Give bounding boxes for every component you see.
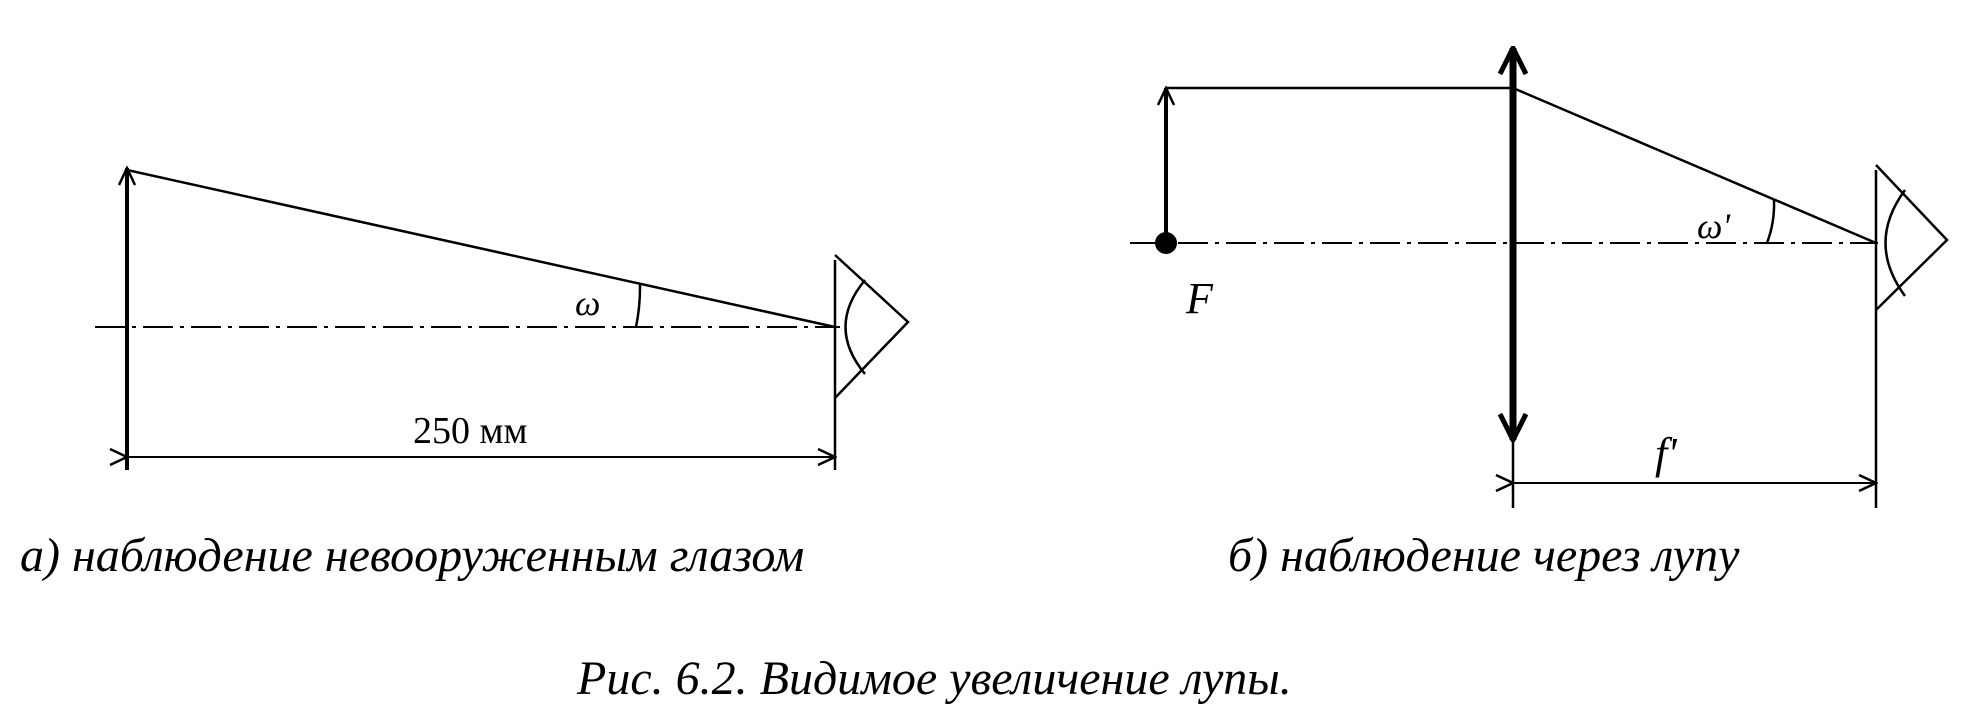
focal-length-label: f': [1655, 429, 1678, 478]
focus-label: F: [1185, 274, 1214, 323]
angle-label-a: ω: [575, 283, 600, 323]
angle-arc-a: [634, 283, 642, 328]
eye-icon: [833, 254, 910, 470]
ray-b-refracted: [1512, 86, 1877, 245]
angle-arc-b: [1765, 199, 1776, 244]
distance-label: 250 мм: [413, 410, 528, 452]
caption-b: б) наблюдение через лупу: [1228, 529, 1740, 582]
panel-a: ω 250 мм а) наблюдение невооруженным гла…: [20, 168, 910, 582]
caption-a: а) наблюдение невооруженным глазом: [20, 529, 804, 582]
angle-label-b: ω': [1697, 206, 1731, 246]
focus-point: [1155, 232, 1177, 254]
ray-a: [126, 168, 836, 329]
figure-caption: Рис. 6.2. Видимое увеличение лупы.: [576, 652, 1292, 705]
eye-icon-b: [1874, 164, 1949, 508]
panel-b: F ω' f' б) наблюдение через лупу: [1130, 48, 1949, 582]
